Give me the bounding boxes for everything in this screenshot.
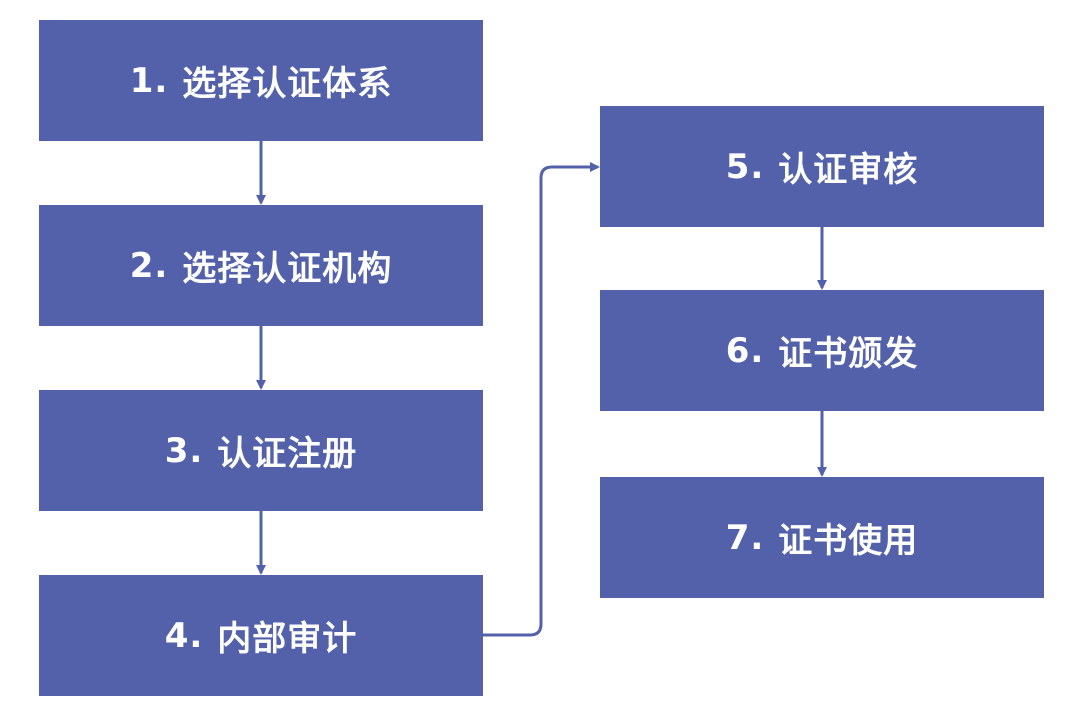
step-1-number: 1. <box>129 60 169 101</box>
step-5-label: 认证审核 <box>778 150 919 190</box>
step-3-number: 3. <box>164 430 204 471</box>
step-5-box: 5. 认证审核 <box>600 106 1044 227</box>
arrow-4-to-5 <box>483 162 600 637</box>
step-1-label: 选择认证体系 <box>182 64 393 104</box>
step-4-number: 4. <box>164 615 204 656</box>
step-7-box: 7. 证书使用 <box>600 477 1044 598</box>
step-4-label: 内部审计 <box>217 619 358 659</box>
step-6-number: 6. <box>725 330 765 371</box>
step-3-label: 认证注册 <box>217 434 358 474</box>
step-6-label: 证书颁发 <box>778 334 919 374</box>
step-3-box: 3. 认证注册 <box>39 390 483 511</box>
step-2-box: 2. 选择认证机构 <box>39 205 483 326</box>
step-2-label: 选择认证机构 <box>182 249 393 289</box>
step-4-box: 4. 内部审计 <box>39 575 483 696</box>
step-1-box: 1. 选择认证体系 <box>39 20 483 141</box>
step-7-number: 7. <box>725 517 765 558</box>
step-7-label: 证书使用 <box>778 521 919 561</box>
step-6-box: 6. 证书颁发 <box>600 290 1044 411</box>
step-2-number: 2. <box>129 245 169 286</box>
step-5-number: 5. <box>725 146 765 187</box>
